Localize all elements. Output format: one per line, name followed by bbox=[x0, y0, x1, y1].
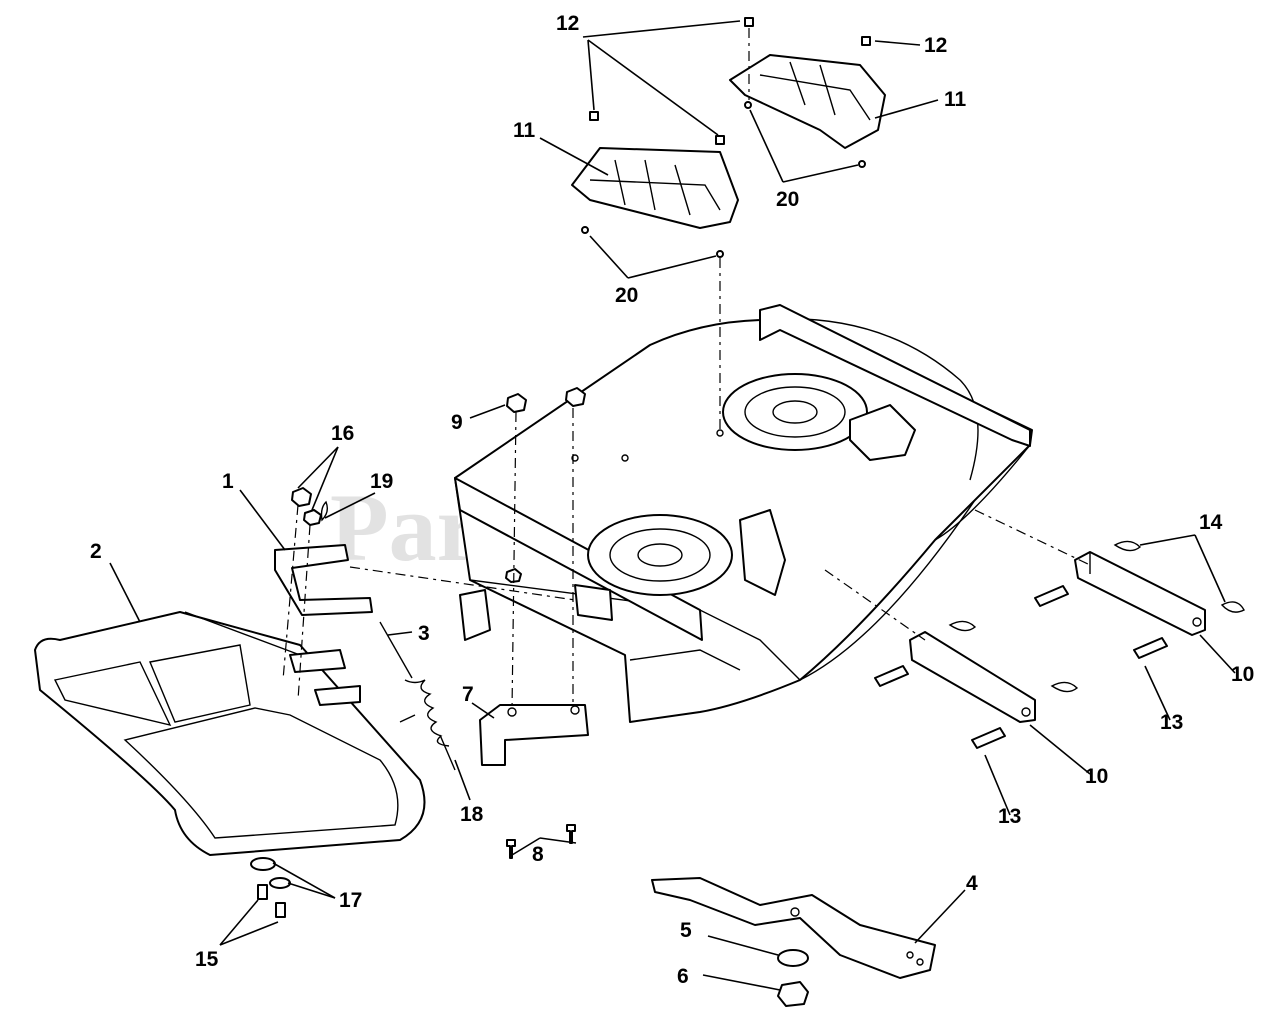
leader-lines bbox=[109, 20, 1236, 991]
blade-washer bbox=[777, 949, 809, 967]
assembly-lines bbox=[282, 28, 1091, 711]
blade-nut bbox=[777, 981, 809, 1007]
callout-4: 4 bbox=[966, 872, 978, 895]
chute-rod-bracket bbox=[479, 704, 589, 766]
callout-9: 9 bbox=[451, 411, 463, 434]
gauge-bracket-rear bbox=[1074, 551, 1206, 636]
callout-11-left: 11 bbox=[513, 119, 536, 142]
callout-14: 14 bbox=[1199, 511, 1223, 534]
callout-10-rear: 10 bbox=[1231, 663, 1254, 686]
deflector-spring bbox=[379, 621, 456, 771]
mower-deck-housing bbox=[454, 304, 1033, 723]
deflector-bracket bbox=[274, 544, 373, 706]
callout-3: 3 bbox=[418, 622, 430, 645]
belt-cover-left bbox=[571, 147, 739, 229]
right-spindle bbox=[722, 373, 868, 451]
callout-10-front: 10 bbox=[1085, 765, 1108, 788]
callout-17: 17 bbox=[339, 889, 362, 912]
mower-blade bbox=[651, 877, 936, 979]
callout-1: 1 bbox=[222, 470, 234, 493]
callout-13-rear: 13 bbox=[1160, 711, 1183, 734]
callout-labels: 12 12 11 11 20 20 9 16 19 1 2 3 7 18 8 1… bbox=[90, 12, 1254, 988]
left-spindle bbox=[587, 514, 733, 596]
belt-cover-right bbox=[729, 54, 886, 149]
callout-12-right: 12 bbox=[924, 34, 947, 57]
callout-7: 7 bbox=[462, 683, 474, 706]
callout-6: 6 bbox=[677, 965, 689, 988]
callout-15: 15 bbox=[195, 948, 219, 971]
callout-5: 5 bbox=[680, 919, 692, 942]
discharge-chute bbox=[34, 611, 426, 856]
callout-18: 18 bbox=[460, 803, 484, 826]
callout-20-left: 20 bbox=[615, 284, 638, 307]
callout-19: 19 bbox=[370, 470, 393, 493]
callout-20-right: 20 bbox=[776, 188, 799, 211]
gauge-bracket-front bbox=[909, 631, 1036, 723]
callout-11-right: 11 bbox=[944, 88, 967, 111]
callout-13-front: 13 bbox=[998, 805, 1021, 828]
callout-8: 8 bbox=[532, 843, 544, 866]
callout-2: 2 bbox=[90, 540, 102, 563]
callout-12-top: 12 bbox=[556, 12, 579, 35]
callout-16: 16 bbox=[331, 422, 354, 445]
